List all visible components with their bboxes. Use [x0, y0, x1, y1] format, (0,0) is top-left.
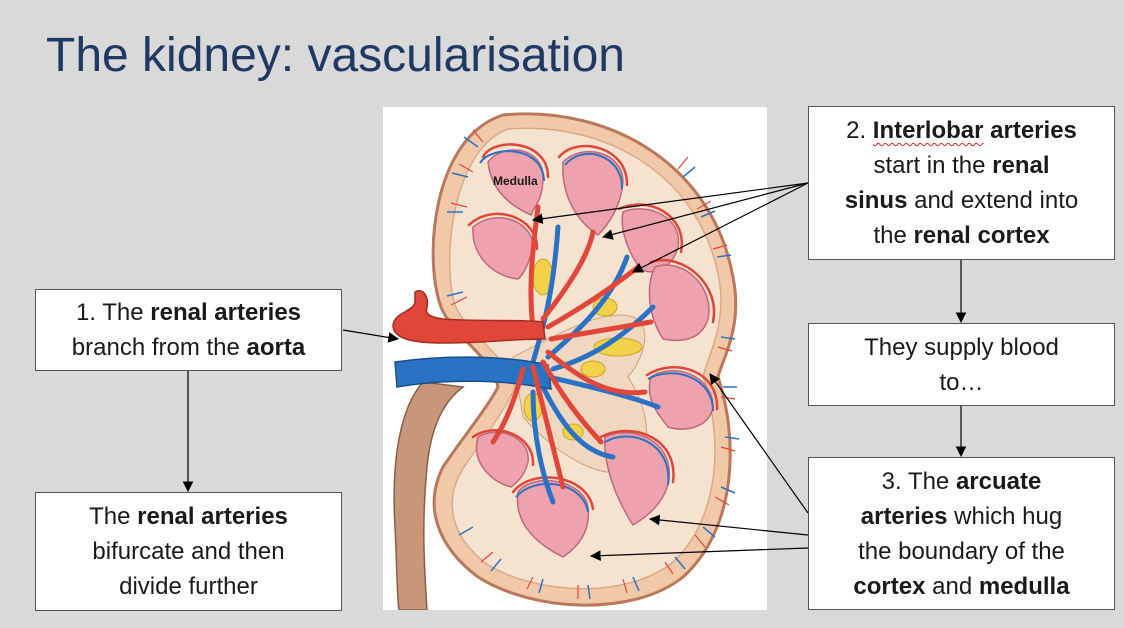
interlobar-arteries: [490, 204, 654, 490]
box-text: divide further: [119, 573, 258, 600]
box-text: the: [873, 222, 914, 249]
renal-vein: [394, 356, 552, 390]
arcuate-box: 3. The arcuate arteries which hug the bo…: [808, 457, 1115, 610]
box-text: to…: [939, 368, 984, 396]
interlobar-box: 2. Interlobar arteries start in the rena…: [808, 106, 1115, 260]
slide-title: The kidney: vascularisation: [46, 29, 625, 82]
box-text: and extend into: [907, 187, 1079, 214]
bifurcate-box: The renal arteries bifurcate and then di…: [35, 492, 342, 611]
box-text: The: [89, 503, 138, 530]
box-bold-text: arteries: [983, 117, 1077, 144]
box-text: 3. The: [881, 467, 956, 495]
box-bold-text: renal cortex: [913, 222, 1050, 249]
box-text: They supply blood: [864, 333, 1059, 361]
box-text: which hug: [947, 502, 1063, 530]
box-bold-text: cortex: [853, 572, 926, 600]
box-bold-text: arcuate: [955, 467, 1042, 495]
medulla-label: Medulla: [493, 174, 538, 188]
box-text: and: [925, 572, 979, 600]
renal-pyramids: [472, 149, 714, 558]
box-bold-text: renal arteries: [150, 299, 302, 326]
box-bold-text: medulla: [978, 572, 1070, 600]
box-bold-text: Interlobar: [872, 117, 984, 144]
box-text: the boundary of the: [858, 537, 1065, 565]
box-text: 2.: [846, 117, 873, 144]
box-text: start in the: [873, 152, 993, 179]
box-text: 1. The: [75, 299, 151, 326]
box-bold-text: renal arteries: [137, 503, 288, 530]
interlobar-veins: [530, 224, 661, 505]
box-bold-text: renal: [992, 152, 1050, 179]
box-bold-text: sinus: [844, 187, 908, 214]
box-text: branch from the: [71, 334, 247, 361]
renal-artery: [392, 290, 546, 344]
supply-box: They supply blood to…: [808, 323, 1115, 406]
kidney-illustration: Medulla: [383, 107, 767, 610]
renal-arteries-box: 1. The renal arteries branch from the ao…: [35, 289, 342, 371]
box-bold-text: aorta: [246, 334, 306, 361]
box-bold-text: arteries: [860, 502, 948, 530]
box-text: bifurcate and then: [92, 538, 285, 565]
ureter: [393, 381, 465, 610]
